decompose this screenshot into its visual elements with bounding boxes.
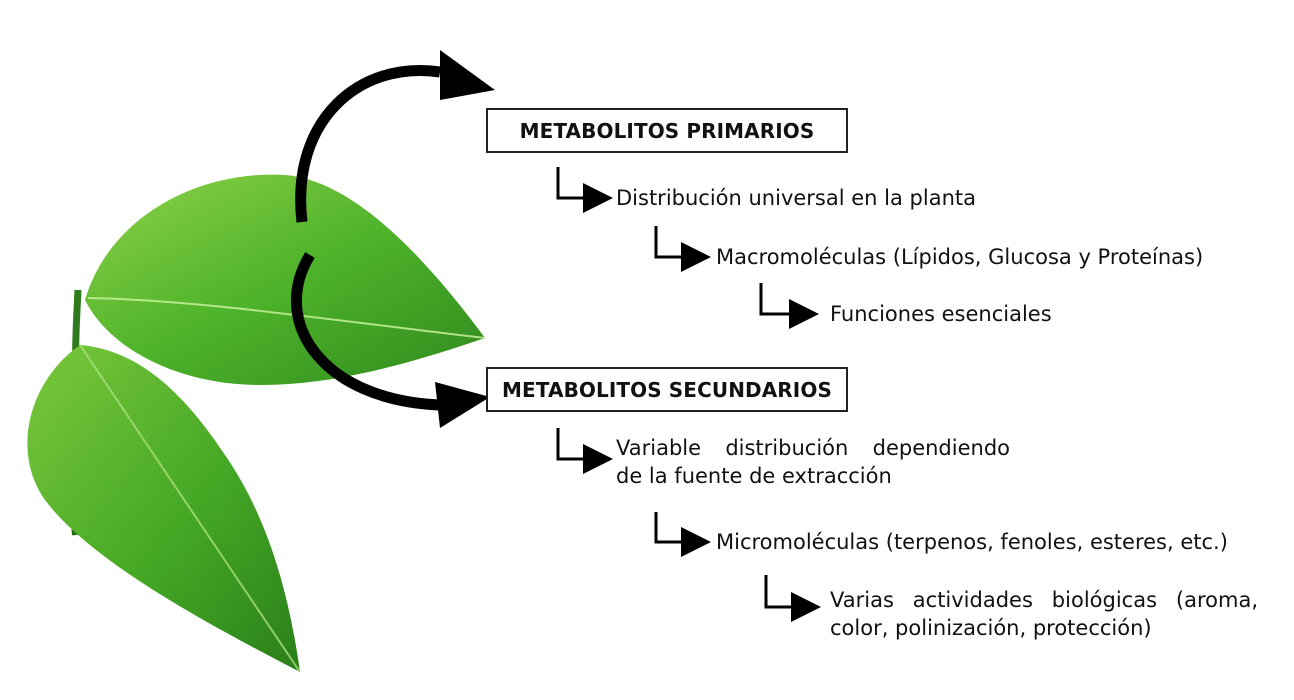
elbow-arrow-primary-2: [654, 226, 711, 272]
primary-level-1: Distribución universal en la planta: [616, 186, 976, 210]
elbow-arrow-secondary-3: [764, 575, 821, 622]
leaf-upper: [85, 174, 485, 385]
secondary-level-1-line2: de la fuente de extracción: [616, 464, 892, 488]
primary-level-3: Funciones esenciales: [830, 302, 1052, 326]
secondary-level-3-line2: color, polinización, protección): [830, 616, 1152, 640]
curved-arrow-bottom: [290, 252, 441, 411]
secondary-level-3-line1: Varias actividades biológicas (aroma,: [830, 588, 1258, 612]
secondary-metabolites-title: METABOLITOS SECUNDARIOS: [502, 377, 832, 402]
secondary-metabolites-box: METABOLITOS SECUNDARIOS: [486, 367, 848, 412]
leaf-lower: [27, 345, 301, 672]
secondary-level-1: Variable distribución dependiendo de la …: [616, 434, 1010, 490]
elbow-arrow-primary-1: [556, 167, 613, 213]
primary-level-2: Macromoléculas (Lípidos, Glucosa y Prote…: [716, 245, 1204, 269]
primary-metabolites-box: METABOLITOS PRIMARIOS: [486, 108, 848, 153]
elbow-arrow-secondary-2: [654, 512, 711, 557]
primary-metabolites-title: METABOLITOS PRIMARIOS: [519, 118, 815, 143]
secondary-level-2: Micromoléculas (terpenos, fenoles, ester…: [716, 530, 1228, 554]
elbow-arrow-secondary-1: [556, 428, 613, 474]
curved-arrow-bottom-head: [435, 382, 490, 428]
curved-arrow-top: [295, 65, 441, 223]
curved-arrow-top-head: [440, 50, 495, 100]
secondary-level-3: Varias actividades biológicas (aroma, co…: [830, 586, 1258, 642]
secondary-level-1-line1: Variable distribución dependiendo: [616, 436, 1010, 460]
elbow-arrow-primary-3: [759, 283, 819, 329]
